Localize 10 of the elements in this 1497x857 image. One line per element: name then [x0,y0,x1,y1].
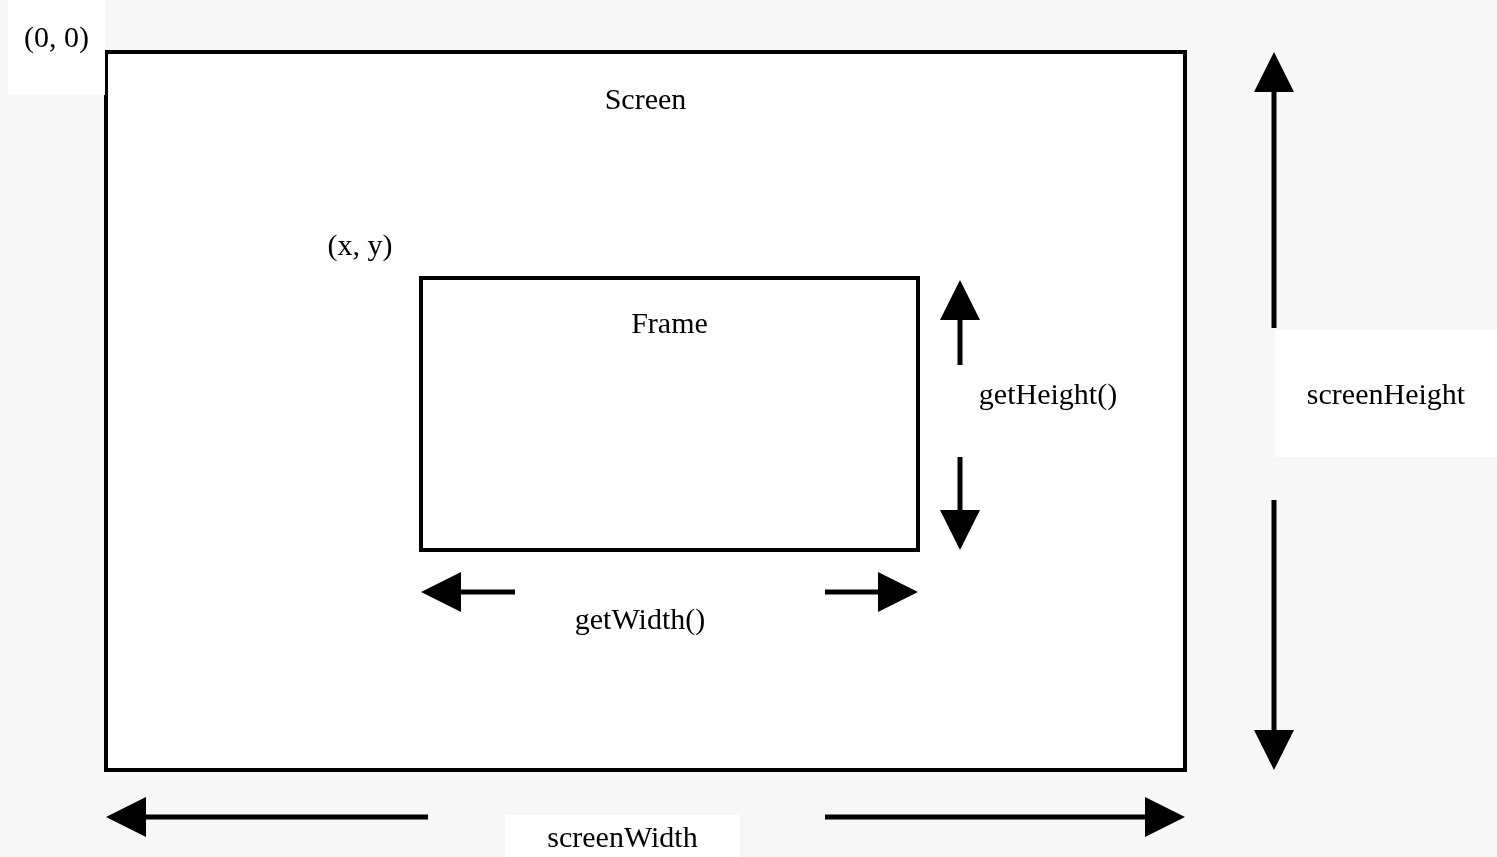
dimension-label: screenHeight [1275,330,1497,457]
box-title: Screen [603,82,688,116]
dimension-label: getHeight() [977,377,1119,412]
dimension-label: screenWidth [505,815,740,857]
frame-box [419,276,920,552]
screen-box [104,50,1187,772]
box-title: Frame [630,306,709,340]
coordinate-label: (0, 0) [8,0,105,95]
dimension-label: getWidth() [573,602,707,637]
coordinate-label: (x, y) [326,228,394,263]
